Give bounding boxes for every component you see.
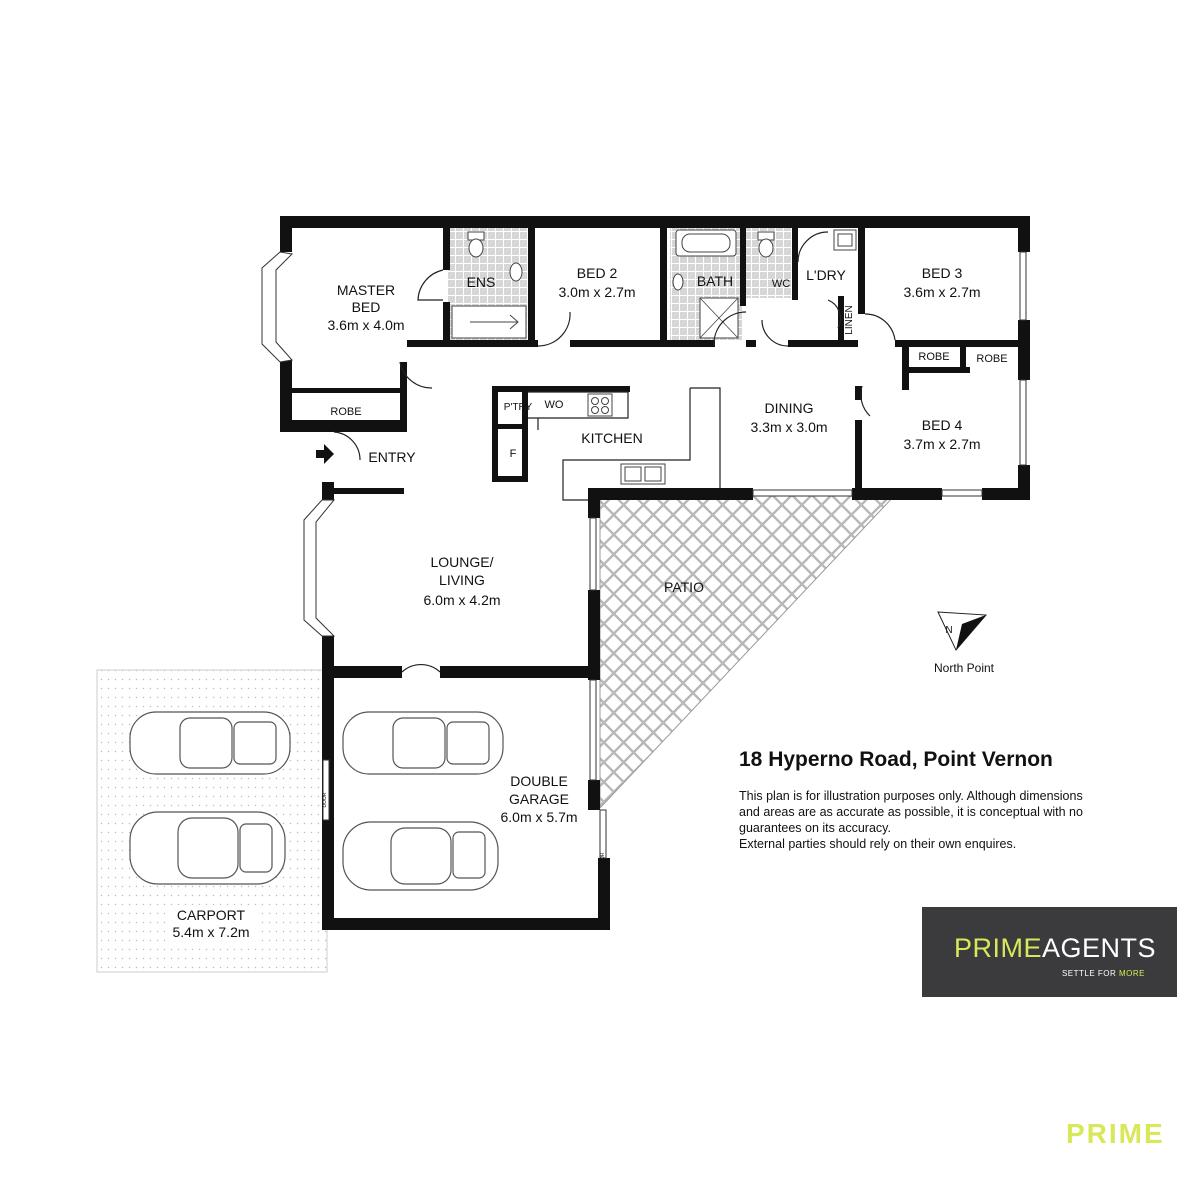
logo-word1: PRIME xyxy=(954,933,1043,963)
prime-watermark: PRIME xyxy=(1066,1118,1165,1149)
disclaimer-line: This plan is for illustration purposes o… xyxy=(739,789,1083,803)
dining-label: DINING xyxy=(765,400,814,416)
entry-arrow-icon xyxy=(316,444,334,464)
car-icon xyxy=(342,711,504,775)
bed2-label: BED 2 xyxy=(577,265,618,281)
bed3-label: BED 3 xyxy=(922,265,963,281)
disclaimer-line: and areas are as accurate as possible, i… xyxy=(739,805,1083,819)
dining-size: 3.3m x 3.0m xyxy=(750,419,827,435)
bed2-size: 3.0m x 2.7m xyxy=(558,284,635,300)
master-bed-label-line1: MASTER xyxy=(337,282,395,298)
logo-word2: AGENTS xyxy=(1042,933,1157,963)
car-icon xyxy=(129,811,286,885)
logo-tagline: SETTLE FOR MORE xyxy=(1062,969,1145,978)
wc-label: WC xyxy=(772,278,790,290)
kitchen-sink xyxy=(620,463,666,485)
bed4-size: 3.7m x 2.7m xyxy=(903,436,980,452)
fridge-label: F xyxy=(510,448,517,460)
robe-master-label: ROBE xyxy=(330,406,361,418)
lounge-label-line2: LIVING xyxy=(439,572,485,588)
laundry-label: L'DRY xyxy=(806,267,846,283)
kitchen-benches xyxy=(528,387,721,501)
robe-bed4-label: ROBE xyxy=(976,353,1007,365)
garage-label-line1: DOUBLE xyxy=(510,773,568,789)
master-bed-label-line2: BED xyxy=(352,299,381,315)
garage-door-label: DOOR xyxy=(600,852,606,867)
disclaimer: This plan is for illustration purposes o… xyxy=(739,788,1159,852)
disclaimer-line: guarantees on its accuracy. xyxy=(739,821,891,835)
logo-tagline-part1: SETTLE FOR xyxy=(1061,969,1119,978)
logo-tagline-part2: MORE xyxy=(1119,969,1145,978)
carport-label: CARPORT xyxy=(177,907,246,923)
north-arrow-icon xyxy=(937,611,988,651)
windows xyxy=(261,251,1027,859)
bathroom-fixtures xyxy=(451,229,857,339)
north-point-letter: N xyxy=(945,625,952,636)
robe-bed3-label: ROBE xyxy=(918,351,949,363)
carport-label-box xyxy=(166,905,258,941)
disclaimer-line: External parties should rely on their ow… xyxy=(739,837,1017,851)
master-bed-size: 3.6m x 4.0m xyxy=(327,317,404,333)
wall-oven-label: WO xyxy=(545,399,564,411)
carport-door-label: DOOR xyxy=(322,792,328,807)
bed4-label: BED 4 xyxy=(922,417,963,433)
cooktop xyxy=(587,393,613,417)
prime-agents-logo: PRIMEAGENTS SETTLE FOR MORE xyxy=(922,907,1177,997)
ens-label: ENS xyxy=(467,274,496,290)
bed3-size: 3.6m x 2.7m xyxy=(903,284,980,300)
logo-wordmark: PRIMEAGENTS xyxy=(954,933,1156,964)
exterior-walls xyxy=(280,216,1030,930)
entry-label: ENTRY xyxy=(368,449,416,465)
bath-label: BATH xyxy=(697,273,733,289)
garage-label-line2: GARAGE xyxy=(509,791,569,807)
car-icon xyxy=(129,711,291,775)
property-address: 18 Hyperno Road, Point Vernon xyxy=(739,748,1053,771)
lounge-size: 6.0m x 4.2m xyxy=(423,592,500,608)
kitchen-label: KITCHEN xyxy=(581,430,642,446)
garage-size: 6.0m x 5.7m xyxy=(500,809,577,825)
linen-label: LINEN xyxy=(844,305,855,334)
patio-label: PATIO xyxy=(664,579,704,595)
door-swings xyxy=(333,231,896,673)
lounge-label-line1: LOUNGE/ xyxy=(430,554,493,570)
pantry-label: P'TRY xyxy=(504,402,533,413)
carport-size: 5.4m x 7.2m xyxy=(172,924,249,940)
interior-walls xyxy=(292,228,1020,500)
north-point-label: North Point xyxy=(934,661,995,675)
car-icon xyxy=(342,821,499,891)
